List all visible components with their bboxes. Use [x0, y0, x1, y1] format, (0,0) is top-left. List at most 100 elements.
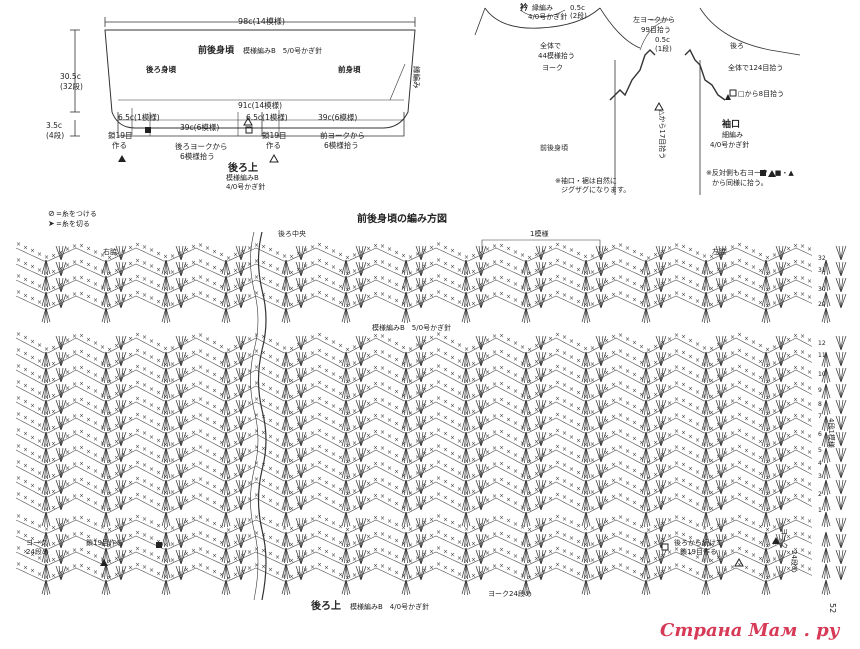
- chain-stitch: ×: [317, 380, 322, 387]
- chain-stitch: ×: [345, 411, 350, 418]
- chain-stitch: ×: [177, 469, 182, 476]
- chain-stitch: ×: [128, 447, 133, 454]
- chain-stitch: ×: [492, 397, 497, 404]
- chain-stitch: ×: [79, 274, 84, 281]
- height-main-label: 30.5c: [60, 72, 81, 81]
- chain-stitch: ×: [583, 254, 588, 261]
- chain-stitch: ×: [681, 414, 686, 421]
- chain-stitch: ×: [534, 487, 539, 494]
- chain-stitch: ×: [765, 443, 770, 450]
- chain-stitch: ×: [807, 385, 812, 392]
- chain-stitch: ×: [807, 550, 812, 557]
- chain-stitch: ×: [366, 480, 371, 487]
- chain-stitch: ×: [807, 417, 812, 424]
- chain-stitch: ×: [366, 416, 371, 423]
- chain-stitch: ×: [765, 395, 770, 402]
- chain-stitch: ×: [275, 538, 280, 545]
- chain-stitch: ×: [401, 557, 406, 564]
- chain-stitch: ×: [72, 547, 77, 554]
- pickup-triangle-17: △から17目拾う: [658, 110, 667, 159]
- chain-stitch: ×: [16, 491, 21, 498]
- chain-stitch: ×: [751, 371, 756, 378]
- chain-stitch: ×: [618, 242, 623, 249]
- chain-stitch: ×: [590, 253, 595, 260]
- chain-stitch: ×: [716, 342, 721, 349]
- chain-stitch: ×: [282, 409, 287, 416]
- stitch-fan: [761, 579, 771, 596]
- chain-stitch: ×: [457, 539, 462, 546]
- chain-stitch: ×: [128, 431, 133, 438]
- chain-stitch: ×: [429, 463, 434, 470]
- chain-stitch: ×: [429, 495, 434, 502]
- chain-stitch: ×: [625, 384, 630, 391]
- chain-stitch: ×: [765, 255, 770, 262]
- chain-stitch: ×: [345, 255, 350, 262]
- chain-stitch: ×: [499, 514, 504, 521]
- chain-stitch: ×: [345, 303, 350, 310]
- chain-stitch: ×: [366, 400, 371, 407]
- chain-stitch: ×: [380, 445, 385, 452]
- chain-stitch: ×: [16, 257, 21, 264]
- chain-stitch: ×: [261, 275, 266, 282]
- chain-stitch: ×: [394, 341, 399, 348]
- chain-stitch: ×: [807, 433, 812, 440]
- chain-stitch: ×: [86, 246, 91, 253]
- chain-stitch: ×: [716, 390, 721, 397]
- stitch-fan: [835, 335, 847, 351]
- chain-stitch: ×: [268, 263, 273, 270]
- chain-stitch: ×: [695, 469, 700, 476]
- chain-stitch: ×: [233, 407, 238, 414]
- chain-stitch: ×: [107, 543, 112, 550]
- stitch-fan: [461, 579, 471, 596]
- chain-stitch: ×: [135, 476, 140, 483]
- chain-stitch: ×: [100, 424, 105, 431]
- chain-stitch: ×: [730, 350, 735, 357]
- chain-stitch: ×: [555, 428, 560, 435]
- chain-stitch: ×: [415, 342, 420, 349]
- chain-stitch: ×: [100, 504, 105, 511]
- chain-stitch: ×: [387, 353, 392, 360]
- chain-stitch: ×: [177, 341, 182, 348]
- stitch-fan: [341, 579, 351, 596]
- chain-stitch: ×: [457, 358, 462, 365]
- chain-stitch: ×: [303, 567, 308, 574]
- chain-stitch: ×: [107, 491, 112, 498]
- chain-stitch: ×: [576, 374, 581, 381]
- chain-stitch: ×: [716, 406, 721, 413]
- chain-stitch: ×: [373, 445, 378, 452]
- chain-stitch: ×: [478, 357, 483, 364]
- chain-stitch: ×: [65, 550, 70, 557]
- chain-stitch: ×: [800, 413, 805, 420]
- chain-stitch: ×: [331, 499, 336, 506]
- chain-stitch: ×: [163, 505, 168, 512]
- chain-stitch: ×: [184, 465, 189, 472]
- chain-stitch: ×: [135, 546, 140, 553]
- chain-stitch: ×: [317, 412, 322, 419]
- chain-stitch: ×: [541, 552, 546, 559]
- chain-stitch: ×: [597, 389, 602, 396]
- chain-stitch: ×: [387, 518, 392, 525]
- chain-stitch: ×: [303, 386, 308, 393]
- chain-stitch: ×: [597, 469, 602, 476]
- chain-stitch: ×: [268, 369, 273, 376]
- chain-stitch: ×: [667, 416, 672, 423]
- chain-stitch: ×: [793, 333, 798, 340]
- chain-stitch: ×: [177, 405, 182, 412]
- chain-stitch: ×: [758, 503, 763, 510]
- chain-stitch: ×: [65, 262, 70, 269]
- chain-stitch: ×: [331, 552, 336, 559]
- chain-stitch: ×: [44, 542, 49, 549]
- chain-stitch: ×: [51, 424, 56, 431]
- chain-stitch: ×: [37, 422, 42, 429]
- stitch-fan: [835, 245, 847, 261]
- chain-stitch: ×: [254, 562, 259, 569]
- chain-stitch: ×: [30, 520, 35, 527]
- chain-stitch: ×: [800, 275, 805, 282]
- chain-stitch: ×: [86, 294, 91, 301]
- chain-stitch: ×: [611, 414, 616, 421]
- chain-stitch: ×: [702, 253, 707, 260]
- chain-stitch: ×: [702, 361, 707, 368]
- chain-stitch: ×: [268, 519, 273, 526]
- chain-stitch: ×: [86, 550, 91, 557]
- chain-stitch: ×: [758, 375, 763, 382]
